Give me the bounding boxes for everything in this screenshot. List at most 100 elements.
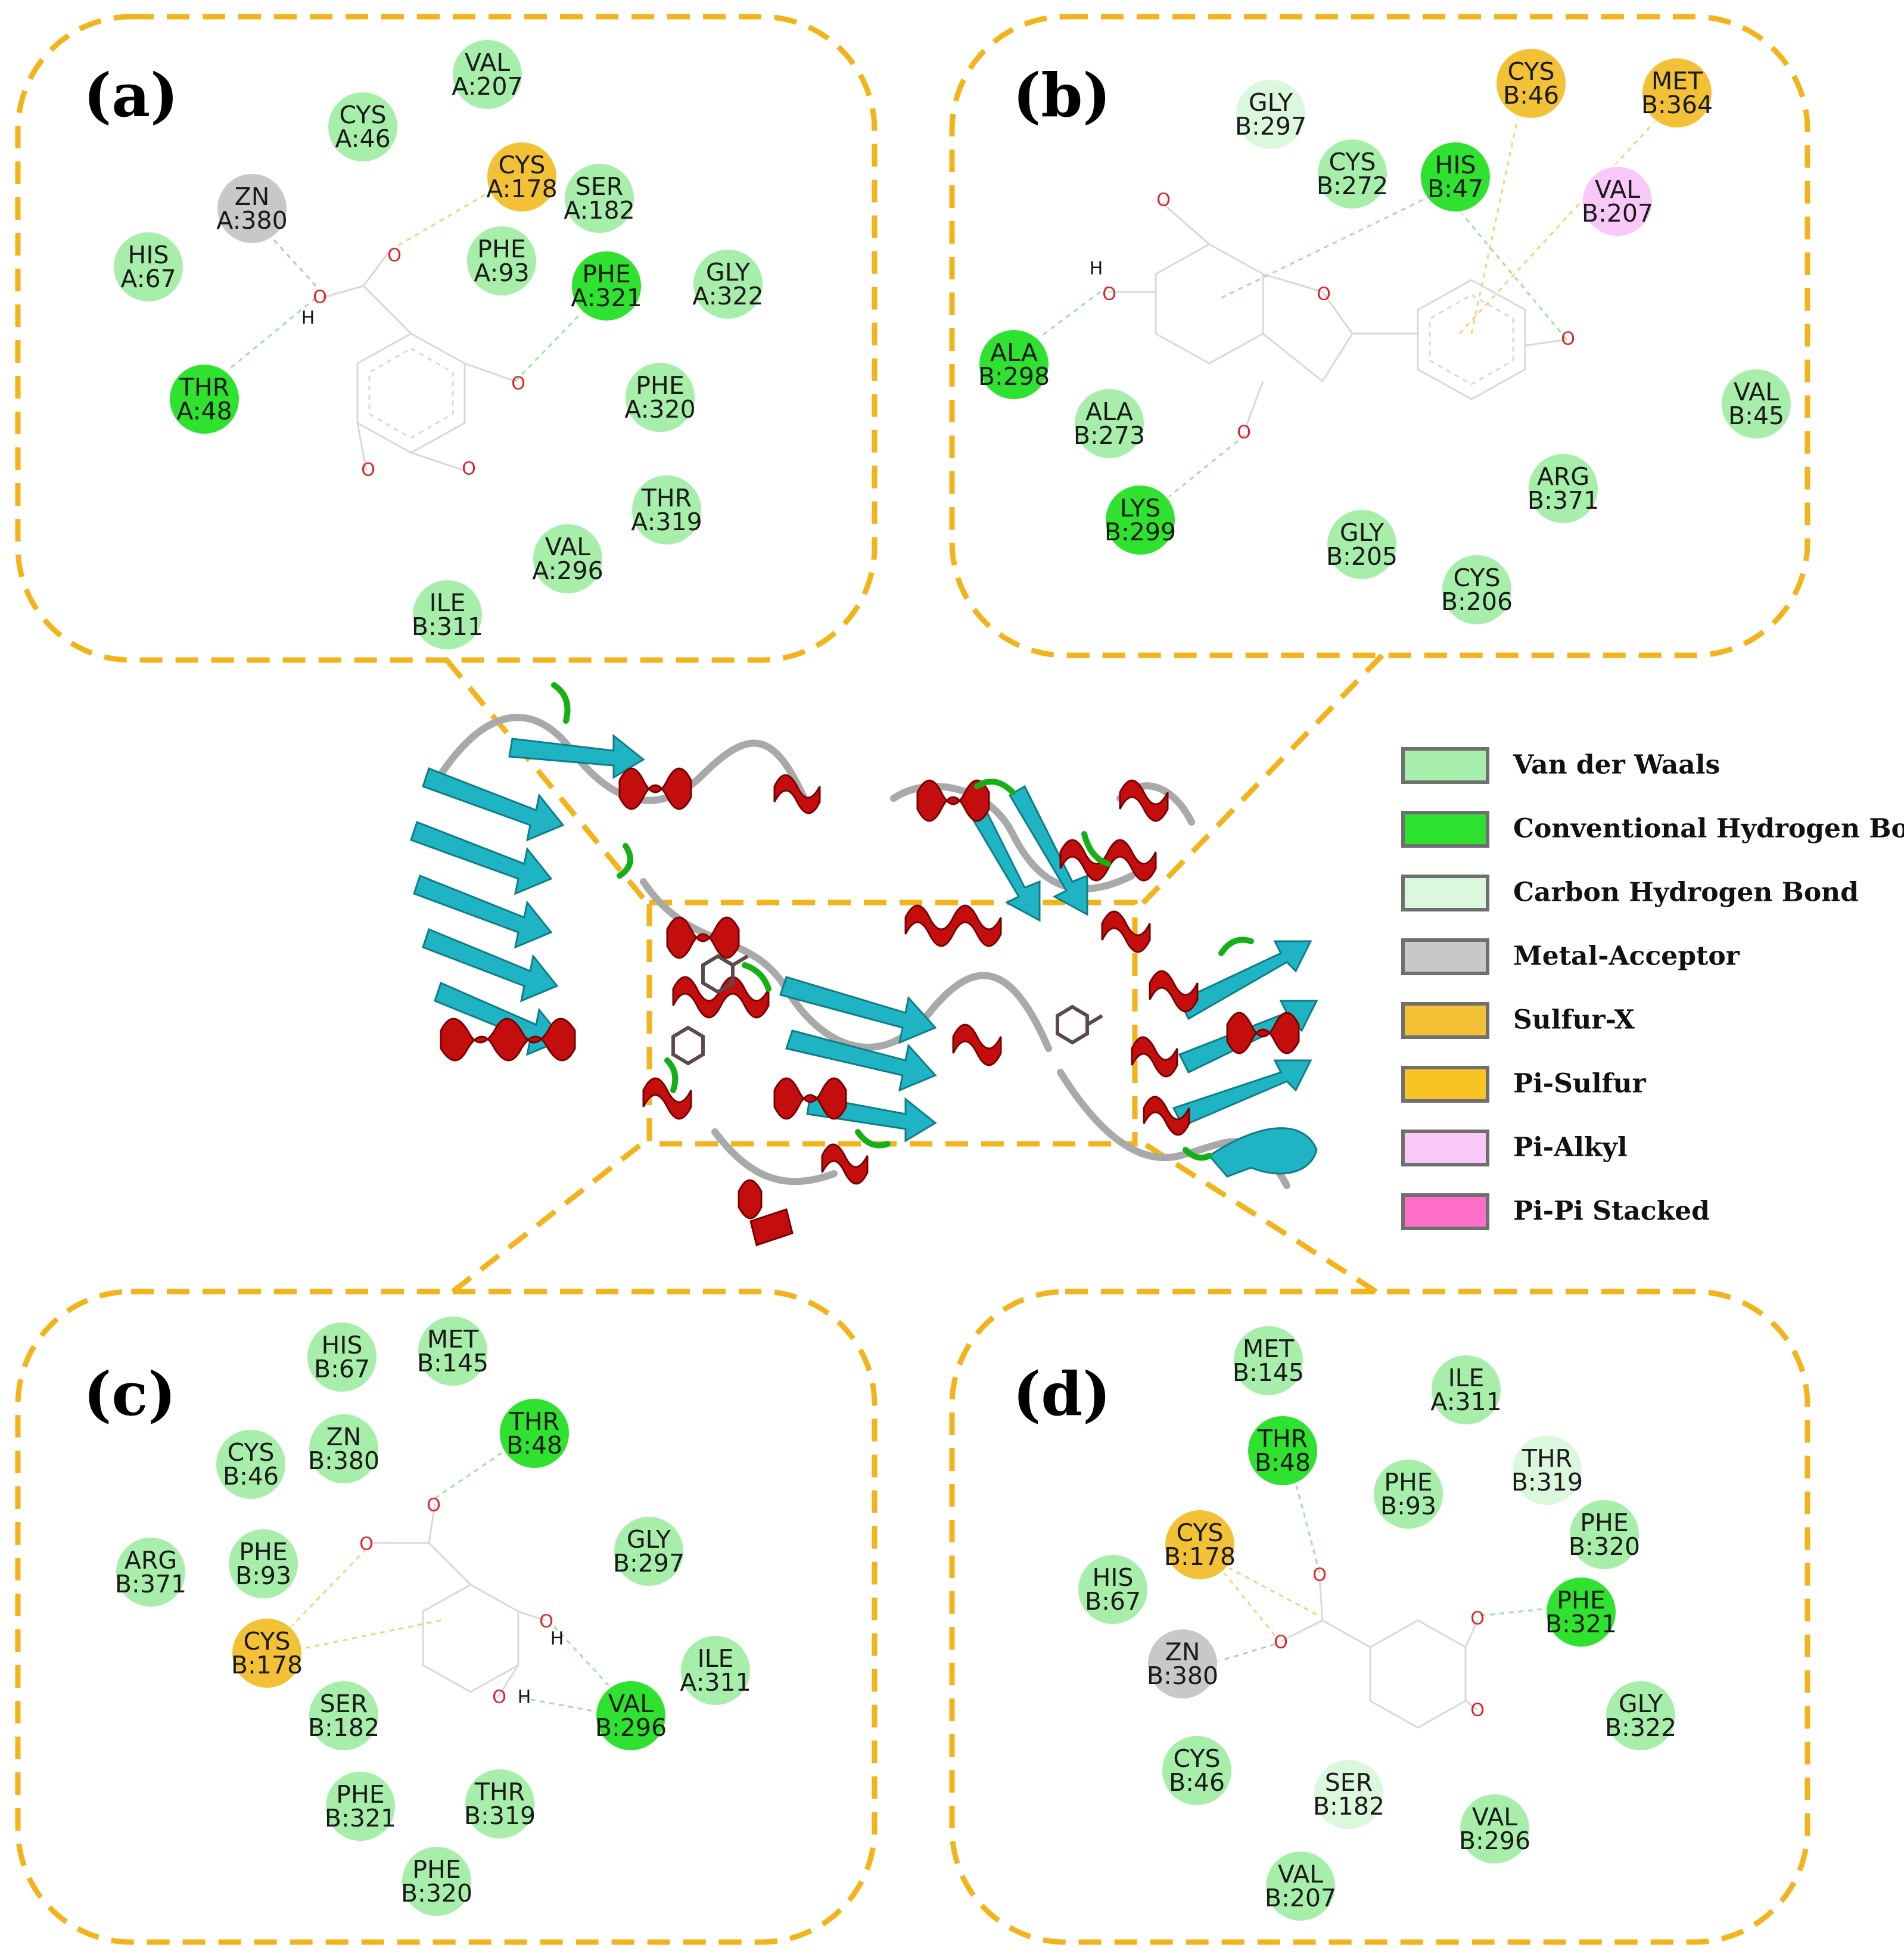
residue-id: B:319 xyxy=(1511,1468,1583,1496)
residue-id: A:296 xyxy=(532,556,603,585)
atom-oxygen: O xyxy=(1561,329,1575,350)
residue-id: B:145 xyxy=(1233,1358,1304,1387)
legend-swatch xyxy=(1401,1193,1489,1230)
residue-disc xyxy=(1421,142,1490,211)
residue-name: VAL xyxy=(1595,175,1640,204)
residue-zn-b-380: ZNB:380 xyxy=(1144,1626,1221,1702)
residue-disc xyxy=(328,92,397,161)
residue-disc xyxy=(307,1323,377,1392)
atom-oxygen: O xyxy=(462,459,476,480)
atom-hydrogen: H xyxy=(1090,259,1103,279)
residue-name: VAL xyxy=(608,1690,654,1718)
legend-swatch xyxy=(1401,1130,1489,1166)
residue-disc xyxy=(1513,1436,1582,1505)
residue-name: ARG xyxy=(1537,462,1589,491)
legend-label: Sulfur-X xyxy=(1513,1005,1635,1035)
residue-id: B:297 xyxy=(1235,112,1306,141)
residue-disc xyxy=(465,1769,534,1838)
residue-id: A:380 xyxy=(216,206,287,235)
legend-swatch xyxy=(1401,1002,1489,1039)
atom-oxygen: O xyxy=(1102,284,1116,305)
legend-label: Conventional Hydrogen Bond xyxy=(1513,814,1904,844)
residue-name: CYS xyxy=(499,151,546,179)
residue-id: B:178 xyxy=(231,1651,303,1679)
residue-disc xyxy=(487,142,556,211)
residue-name: HIS xyxy=(322,1331,363,1359)
residue-disc xyxy=(229,1529,298,1598)
residue-name: ALA xyxy=(1085,397,1133,426)
residue-disc xyxy=(626,363,695,432)
residue-name: PHE xyxy=(336,1780,384,1809)
residue-disc xyxy=(326,1772,395,1841)
residue-disc xyxy=(1234,1326,1303,1395)
residue-disc xyxy=(533,524,602,593)
atom-oxygen: O xyxy=(1312,1565,1327,1586)
panel-frames xyxy=(15,14,1810,1945)
residue-disc xyxy=(693,250,763,319)
atom-oxygen: O xyxy=(313,287,327,308)
residue-name: ILE xyxy=(698,1644,734,1673)
residue-disc xyxy=(1162,1736,1231,1805)
residue-disc xyxy=(614,1517,683,1586)
connector-b xyxy=(1133,653,1385,914)
residue-name: ZN xyxy=(1165,1638,1200,1666)
residue-id: B:93 xyxy=(1380,1492,1436,1520)
residue-name: CYS xyxy=(244,1627,291,1656)
legend-item: Metal-Acceptor xyxy=(1401,938,1740,975)
residue-name: CYS xyxy=(228,1438,275,1467)
residue-disc xyxy=(413,580,482,649)
atom-oxygen: O xyxy=(359,1534,374,1555)
residue-disc xyxy=(1642,58,1712,127)
ligand-d xyxy=(1208,1471,1550,1729)
residue-id: B:178 xyxy=(1164,1542,1236,1571)
atom-hydrogen: H xyxy=(301,308,315,329)
residue-name: PHE xyxy=(1557,1586,1605,1614)
connector-a xyxy=(444,658,652,907)
residue-id: B:48 xyxy=(506,1431,562,1460)
residue-disc xyxy=(1165,1510,1234,1579)
residue-id: A:319 xyxy=(631,508,702,536)
legend-label: Van der Waals xyxy=(1513,750,1720,780)
residue-id: B:182 xyxy=(308,1713,379,1742)
residue-name: VAL xyxy=(465,48,510,77)
residue-id: A:46 xyxy=(335,125,390,153)
residue-name: LYS xyxy=(1120,494,1161,522)
residue-id: B:298 xyxy=(978,362,1050,391)
panel-label-c: (c) xyxy=(83,1359,176,1429)
residue-id: B:371 xyxy=(1527,486,1599,515)
residue-name: THR xyxy=(1257,1424,1308,1453)
residue-disc xyxy=(418,1317,487,1386)
atom-oxygen: O xyxy=(1470,1608,1485,1629)
residue-id: B:299 xyxy=(1105,518,1176,546)
residue-id: B:380 xyxy=(1147,1662,1218,1690)
residue-id: B:371 xyxy=(115,1570,186,1598)
panel-label-b: (b) xyxy=(1013,60,1111,130)
residue-id: B:67 xyxy=(1085,1587,1141,1616)
residue-name: CYS xyxy=(1177,1519,1224,1547)
atom-oxygen: O xyxy=(1317,284,1331,305)
legend-swatch xyxy=(1401,747,1489,784)
residue-name: ARG xyxy=(125,1546,177,1575)
residue-id: B:319 xyxy=(464,1802,536,1830)
residue-name: ZN xyxy=(326,1423,362,1451)
